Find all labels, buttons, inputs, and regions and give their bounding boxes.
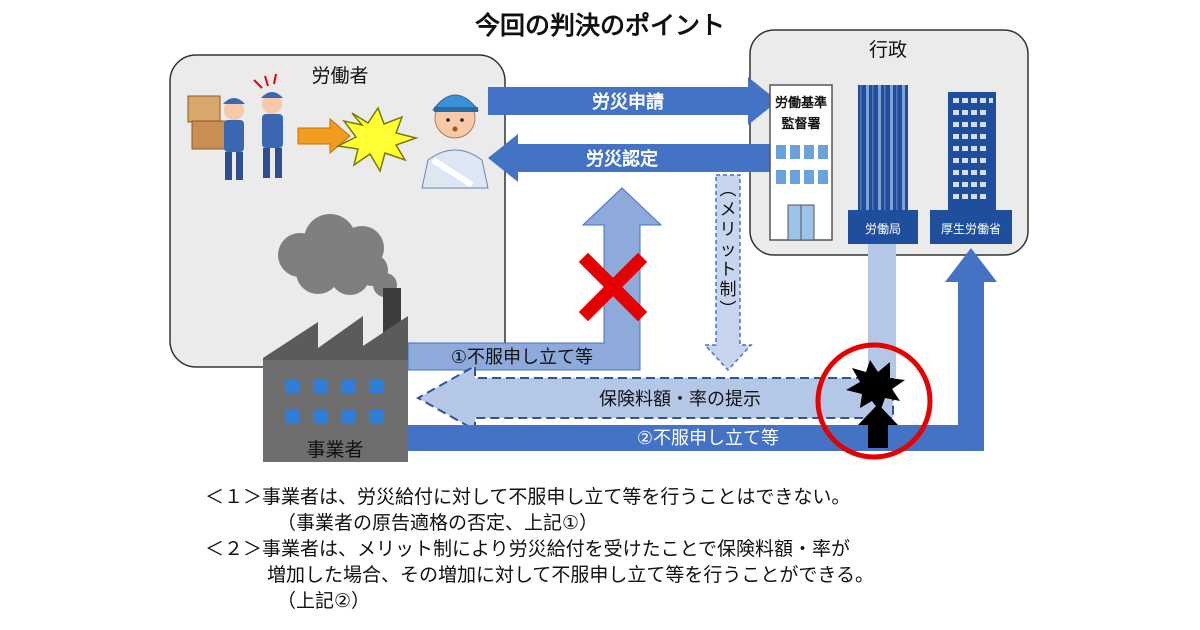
worker-label: 労働者	[311, 65, 368, 87]
injured-worker-icon	[421, 94, 489, 189]
workers-carrying-boxes-icon	[187, 73, 283, 180]
objection2-arrow	[408, 248, 997, 451]
merit-system-arrow	[703, 174, 753, 372]
notes: ＜１＞事業者は、労災給付に対して不服申し立て等を行うことはできない。 （事業者の…	[205, 484, 1105, 614]
merit-system-label: ︵メリット制︶	[720, 180, 737, 320]
bureau-down-bar	[868, 244, 896, 378]
note-1: ＜１＞事業者は、労災給付に対して不服申し立て等を行うことはできない。	[205, 486, 851, 508]
highlight-circle	[815, 342, 933, 460]
objection2-label: ②不服申し立て等	[637, 428, 779, 449]
employer-label: 事業者	[306, 439, 363, 461]
page-title: 今回の判決のポイント	[475, 11, 725, 40]
application-arrow	[488, 77, 778, 125]
conflict-burst-icon	[846, 360, 905, 412]
impact-burst-icon	[335, 106, 419, 173]
premium-rate-label: 保険料額・率の提示	[599, 389, 761, 410]
government-label: 行政	[869, 39, 907, 61]
note-2-sub: （上記②）	[277, 590, 371, 612]
factory-building	[263, 288, 408, 462]
labor-bureau-building	[848, 85, 918, 244]
note-1-sub: （事業者の原告適格の否定、上記①）	[277, 512, 599, 534]
note-2: ＜２＞事業者は、メリット制により労災給付を受けたことで保険料額・率が	[205, 538, 851, 560]
ministry-label: 厚生労働省	[941, 222, 1001, 236]
rejected-x-icon	[578, 252, 648, 322]
recognition-label: 労災認定	[586, 148, 658, 170]
labor-standards-office-building	[769, 84, 833, 241]
objection1-label: ①不服申し立て等	[451, 347, 593, 368]
note-2-cont: 増加した場合、その増加に対して不服申し立て等を行うことができる。	[267, 564, 875, 586]
application-label: 労災申請	[592, 91, 664, 113]
smoke-icon	[278, 214, 397, 297]
black-up-arrow-icon	[858, 404, 898, 448]
kantokusho-label-line1: 労働基準	[775, 95, 827, 111]
premium-rate-arrow	[415, 364, 894, 432]
kantokusho-label-line2: 監督署	[781, 116, 820, 132]
recognition-arrow	[488, 134, 772, 182]
labor-bureau-label: 労働局	[865, 222, 901, 236]
ministry-building	[930, 92, 1012, 244]
